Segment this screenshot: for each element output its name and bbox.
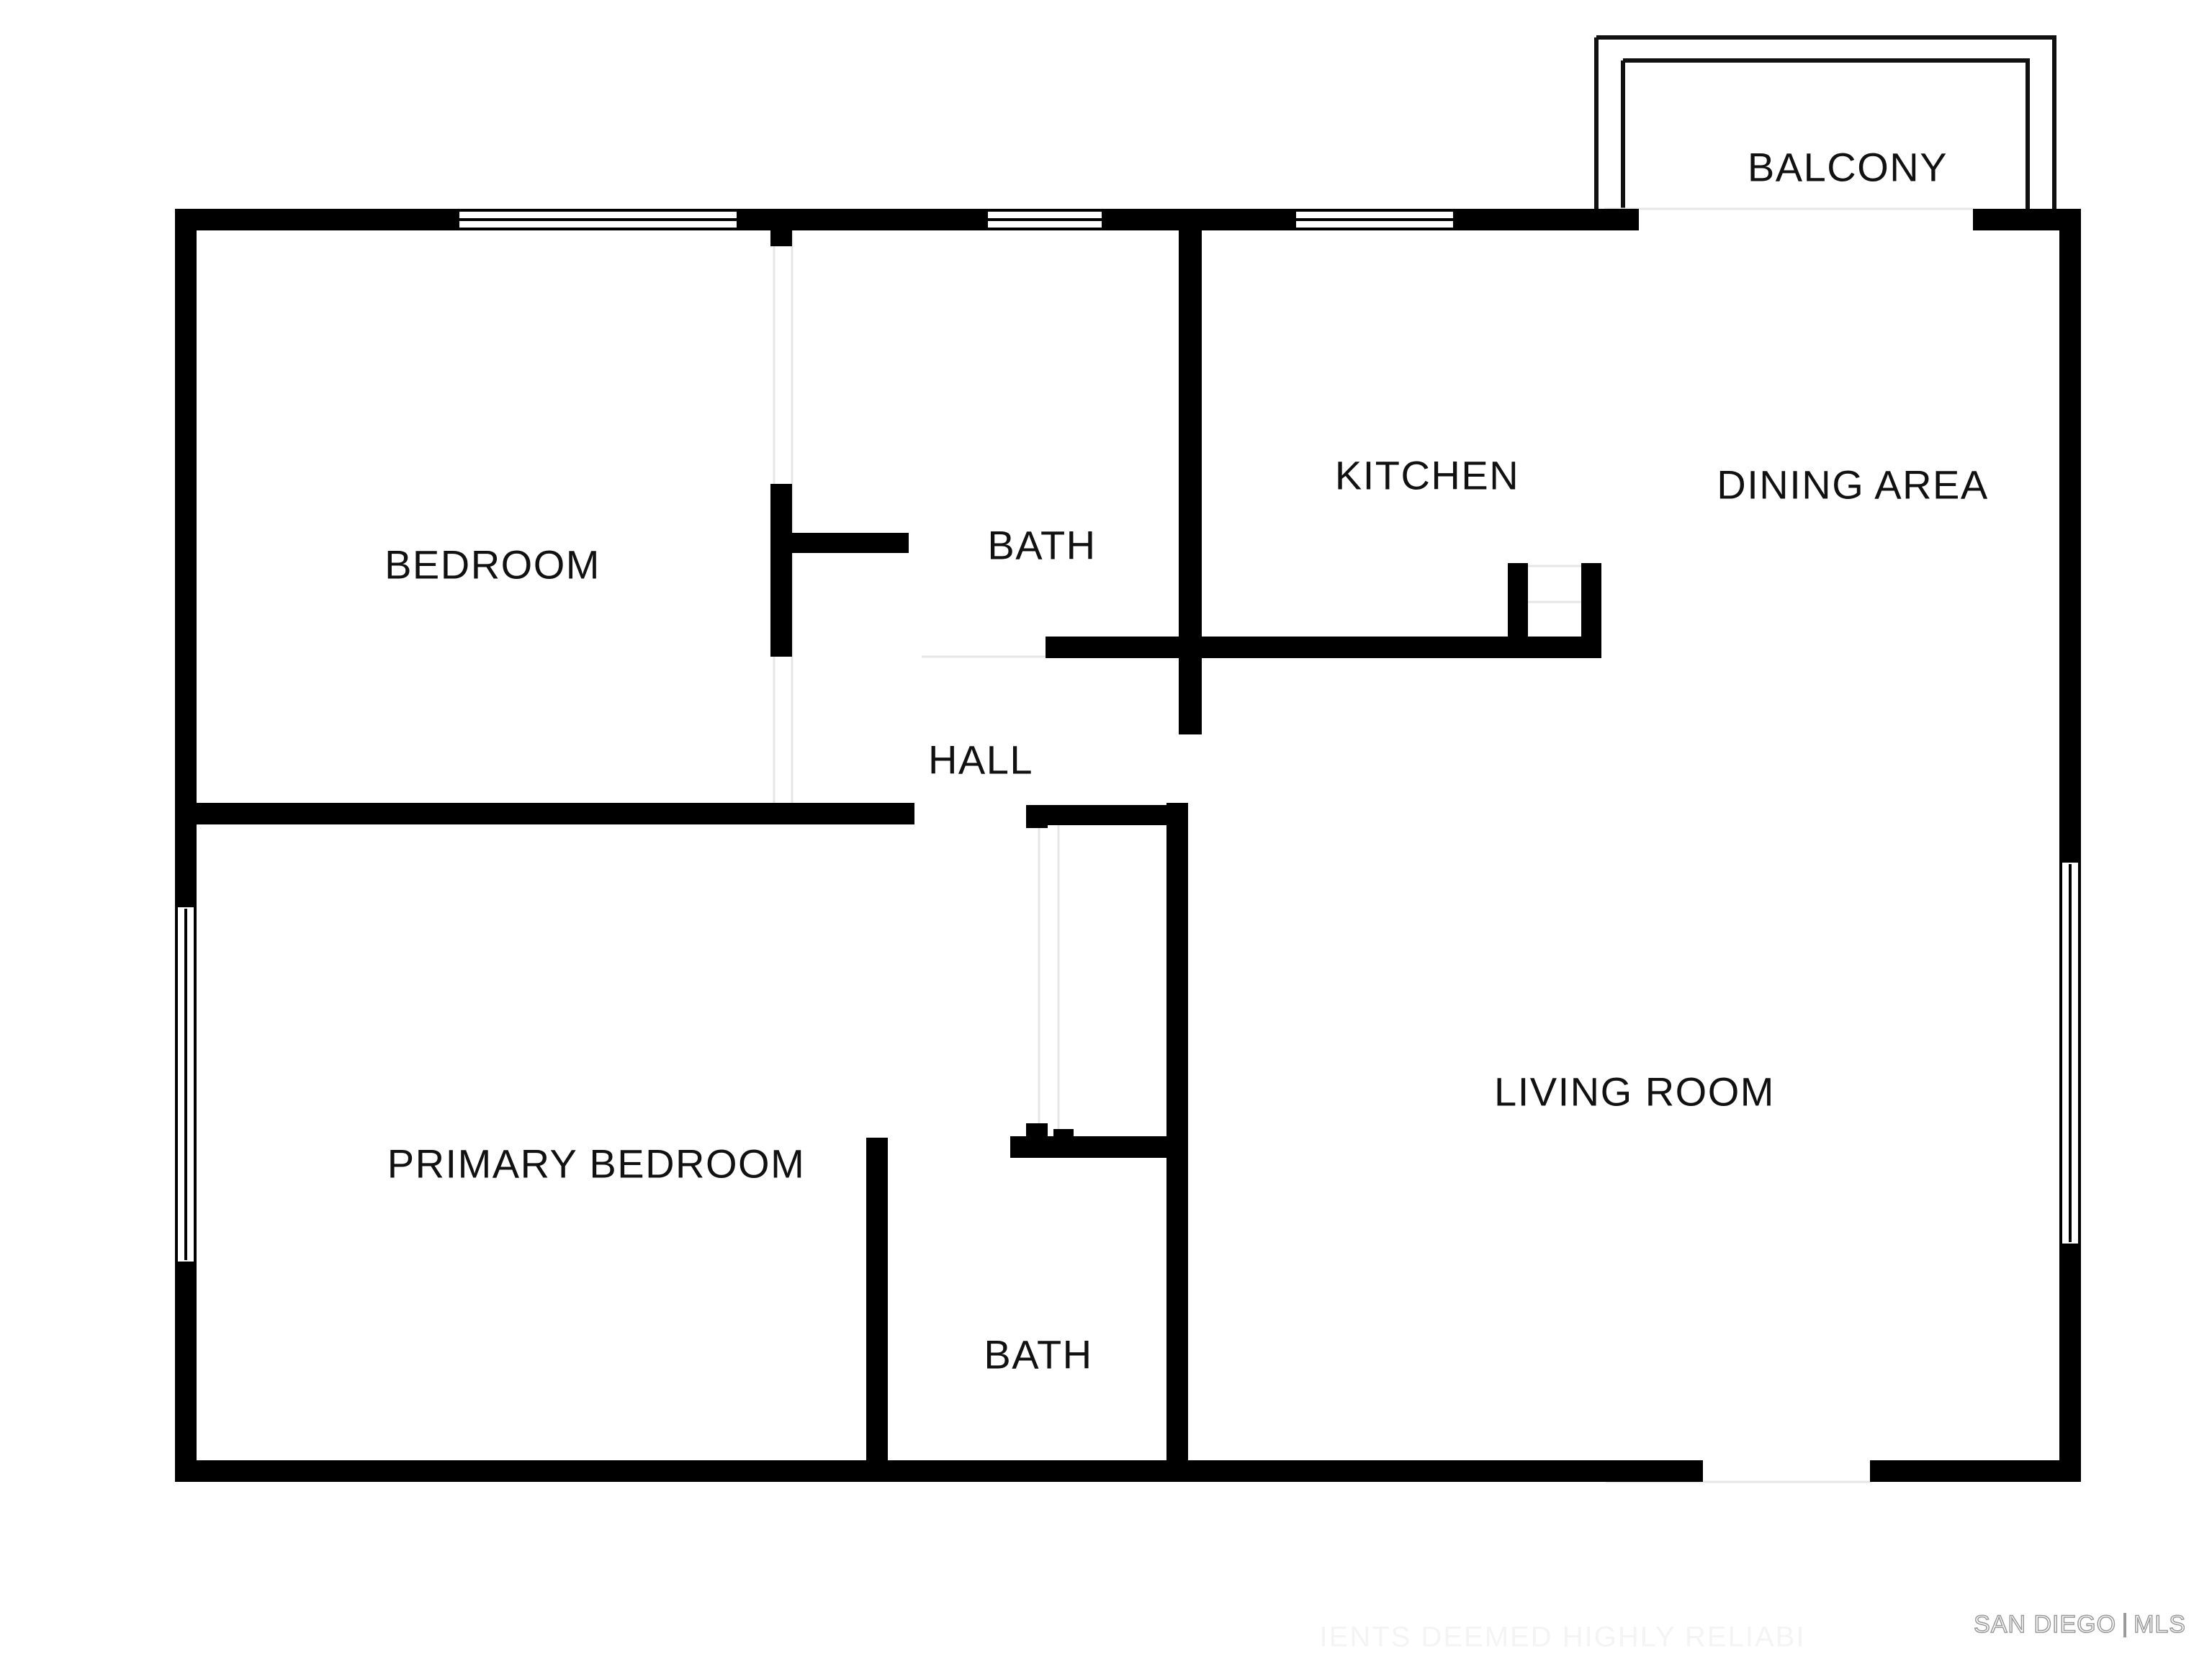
- mls-logo-primary: SAN DIEGO: [1973, 1610, 2117, 1639]
- room-label-bath-hall: BATH: [987, 522, 1097, 568]
- interior-walls: [175, 209, 1601, 1462]
- window-bedroom-top: [446, 209, 750, 230]
- room-label-dining-area: DINING AREA: [1717, 462, 1989, 508]
- room-label-primary-bedroom: PRIMARY BEDROOM: [387, 1141, 806, 1187]
- room-label-living-room: LIVING ROOM: [1494, 1069, 1775, 1115]
- mls-logo-divider: [2123, 1612, 2127, 1637]
- exterior-walls: [175, 209, 2081, 1482]
- balcony-outline: [1594, 35, 2056, 210]
- room-label-hall: HALL: [927, 737, 1034, 783]
- window-kitchen-top: [1283, 209, 1466, 230]
- room-label-kitchen: KITCHEN: [1334, 452, 1520, 498]
- room-label-bedroom: BEDROOM: [385, 541, 601, 588]
- san-diego-mls-logo: SAN DIEGO MLS: [1973, 1610, 2186, 1639]
- window-living-room-right: [2059, 848, 2081, 1258]
- window-primary-bedroom-left: [175, 893, 197, 1276]
- room-label-balcony: BALCONY: [1747, 144, 1948, 190]
- watermark-reliability-notice: IENTS DEEMED HIGHLY RELIABI: [1319, 1621, 1806, 1653]
- threshold-hairlines: [773, 207, 1973, 1483]
- room-label-bath-primary: BATH: [984, 1331, 1093, 1377]
- window-bath-top: [976, 209, 1113, 230]
- mls-logo-secondary: MLS: [2133, 1610, 2186, 1639]
